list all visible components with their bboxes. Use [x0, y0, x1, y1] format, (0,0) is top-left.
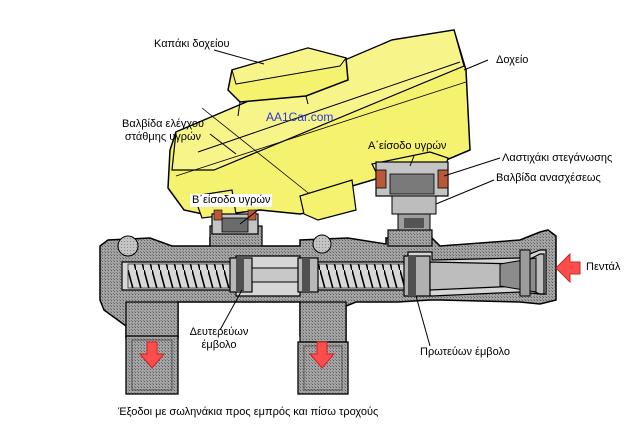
cylinder-body — [99, 225, 557, 345]
label-secondary-piston-line2: έμβολο — [201, 339, 237, 351]
label-primary-piston: Πρωτεύων έμβολο — [420, 346, 510, 358]
outlet-arrow-primary — [308, 341, 336, 369]
outlet-arrow-secondary — [138, 341, 166, 369]
pedal-arrow — [555, 252, 581, 284]
label-reservoir-cap: Καπάκι δοχείου — [154, 38, 230, 50]
label-level-valve: Βαλβίδα ελέγχου στάθμης υγρών — [104, 118, 222, 144]
label-level-valve-line2: στάθμης υγρών — [124, 131, 202, 143]
label-outlets: Έξοδοι με σωληνάκια προς εμπρός και πίσω… — [118, 406, 379, 418]
label-inlet-a: Α΄είσοδο υγρών — [368, 140, 447, 152]
label-rubber-seal: Λαστιχάκι στεγάνωσης — [502, 152, 613, 164]
label-level-valve-line1: Βαλβίδα ελέγχου — [122, 118, 204, 130]
inlet-b-fitting — [211, 209, 259, 235]
watermark-text: AA1Car.com — [266, 110, 334, 124]
label-inlet-b: Β΄είσοδο υγρών — [190, 194, 273, 207]
leader-lines — [209, 49, 501, 347]
label-pedal: Πεντάλ — [586, 261, 621, 273]
inlet-a-fitting — [375, 161, 449, 231]
label-secondary-piston: Δευτερεύων έμβολο — [186, 326, 252, 352]
label-reservoir: Δοχείο — [496, 54, 529, 66]
label-secondary-piston-line1: Δευτερεύων — [189, 326, 249, 338]
label-check-valve: Βαλβίδα ανασχέσεως — [496, 172, 601, 184]
